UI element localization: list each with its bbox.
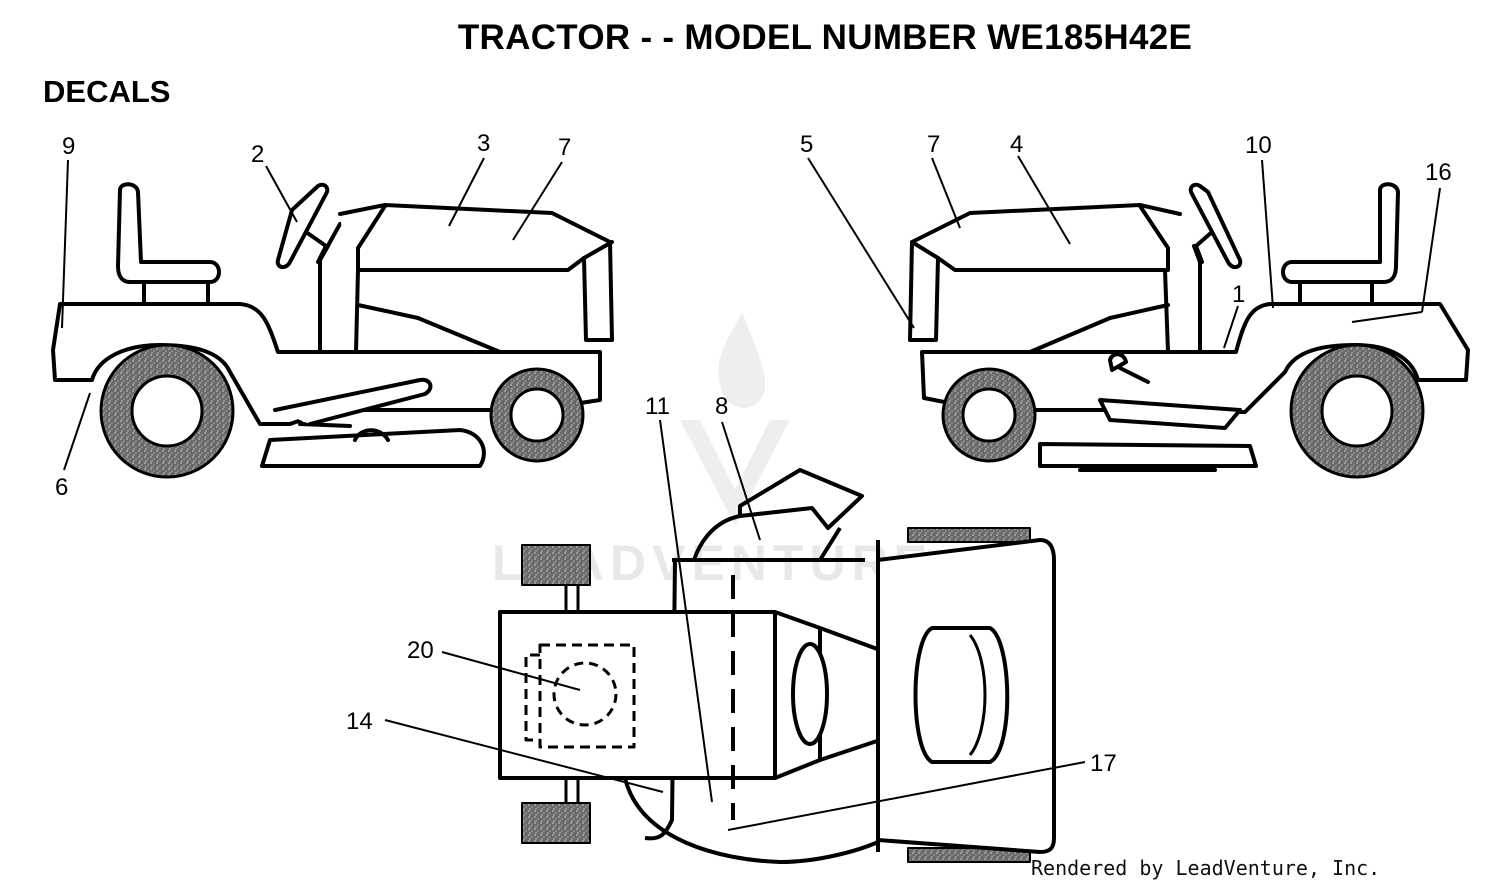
render-credit: Rendered by LeadVenture, Inc. [1031, 856, 1381, 880]
callout-1: 1 [1232, 281, 1245, 308]
right-rear-tire [1289, 343, 1425, 479]
callout-2: 2 [251, 141, 264, 168]
section-heading: DECALS [43, 74, 171, 109]
right-front-tire [941, 367, 1037, 463]
callout-16: 16 [1425, 159, 1452, 186]
callout-9: 9 [62, 133, 75, 160]
tractor-left-side-view [51, 182, 614, 468]
callout-6: 6 [55, 474, 68, 501]
tractor-right-side-view [908, 182, 1470, 472]
left-rear-tire [99, 343, 235, 479]
left-front-tire [489, 367, 585, 463]
callout-20: 20 [407, 637, 434, 664]
page-title: TRACTOR - - MODEL NUMBER WE185H42E [457, 18, 1193, 57]
callout-10: 10 [1245, 132, 1272, 159]
callout-11: 11 [645, 393, 670, 420]
callout-7-right: 7 [927, 131, 940, 158]
callout-7-left: 7 [558, 134, 571, 161]
callout-14: 14 [346, 708, 373, 735]
callout-leaders [61, 155, 1441, 831]
callout-4: 4 [1010, 131, 1023, 158]
callout-3: 3 [477, 130, 490, 157]
tractor-top-view [498, 468, 1056, 864]
callout-8: 8 [715, 393, 728, 420]
callout-labels: 9 2 3 7 6 5 7 4 10 16 1 11 8 20 14 17 [55, 130, 1452, 777]
callout-5: 5 [800, 131, 813, 158]
callout-17: 17 [1090, 750, 1117, 777]
